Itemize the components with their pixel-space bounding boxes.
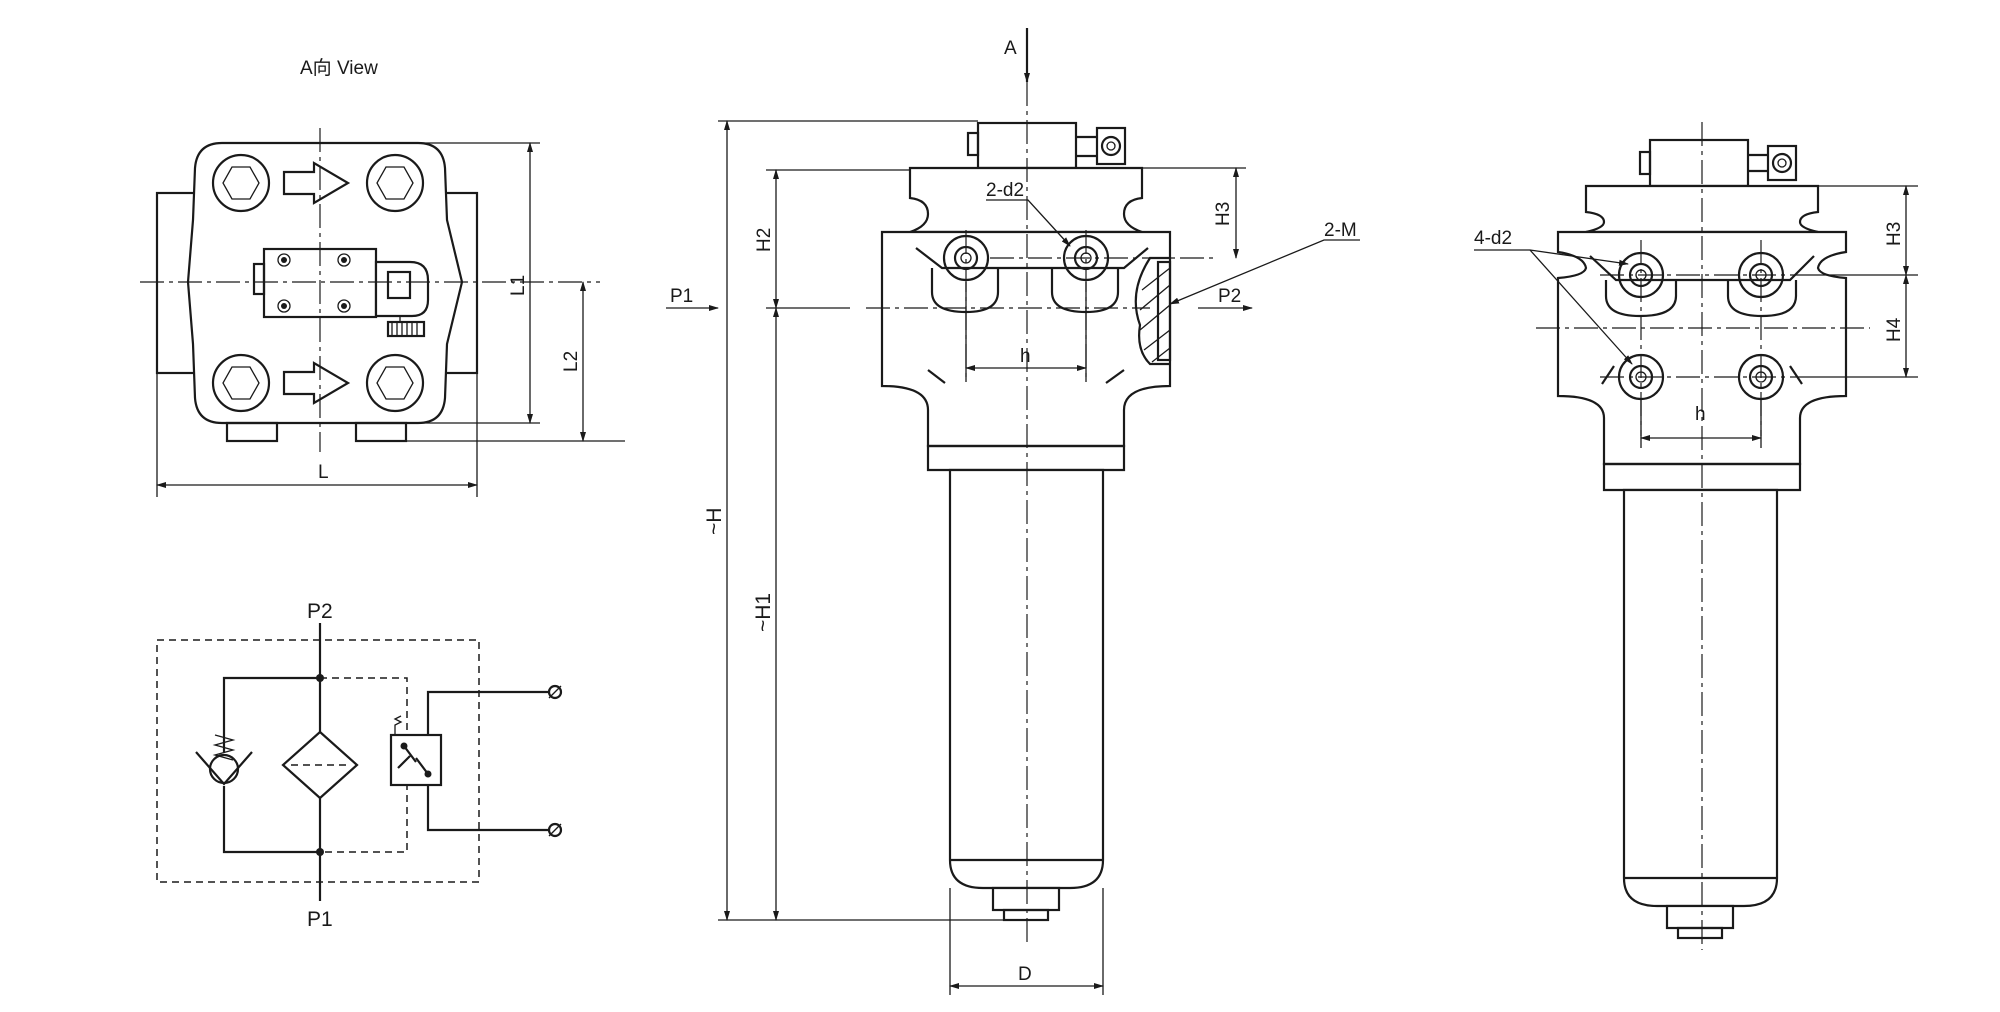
dim-h2: H2 [754, 228, 775, 252]
dim-h: ~H [703, 508, 726, 535]
front-neck [926, 444, 1126, 472]
check-valve-icon [208, 753, 240, 785]
terminal-top-icon [547, 684, 563, 700]
dim-h1: ~H1 [752, 593, 775, 632]
schematic-port-p1: P1 [307, 908, 333, 931]
dim-h-spacing-front: h [1020, 346, 1031, 367]
callout-2-d2: 2-d2 [986, 180, 1024, 201]
side-view: H3 H4 h 4-d2 [1474, 122, 1918, 950]
flow-arrow-bottom-icon [282, 361, 351, 405]
a-view-bolt-bl [211, 353, 271, 413]
a-view-foot-right [354, 421, 408, 443]
front-drain-plug [991, 886, 1061, 912]
front-view: A [666, 28, 1360, 995]
dim-d: D [1018, 964, 1032, 985]
a-view-bolt-tl [211, 153, 271, 213]
dim-h3-front: H3 [1213, 202, 1234, 226]
dim-l2: L2 [561, 351, 582, 372]
schematic-boundary [156, 639, 480, 883]
side-neck [1602, 462, 1802, 492]
view-direction-label: A [1004, 38, 1017, 59]
dim-l1: L1 [508, 275, 529, 296]
switch-lead-bottom [426, 785, 548, 832]
bypass-line [222, 676, 320, 854]
switch-lead-top [426, 690, 548, 735]
side-indicator [1648, 138, 1750, 188]
front-port-p2: P2 [1218, 286, 1241, 307]
dim-h-spacing-side: h [1695, 404, 1706, 425]
dim-l: L [318, 462, 329, 483]
front-indicator-nut-icon [1100, 135, 1122, 157]
side-bowl [1622, 488, 1779, 908]
front-head-body [880, 230, 1172, 448]
side-drain-plug [1665, 904, 1735, 930]
side-indicator-nut-icon [1771, 152, 1793, 174]
flow-arrow-top-icon [282, 161, 351, 205]
a-view-bolt-br [365, 353, 425, 413]
dim-h4: H4 [1884, 317, 1905, 342]
a-view-foot-left [225, 421, 279, 443]
front-port-p1: P1 [670, 286, 693, 307]
a-view-bolt-tr [365, 153, 425, 213]
pressure-switch-icon [389, 733, 443, 787]
callout-4-d2: 4-d2 [1474, 228, 1512, 249]
a-view-title: A向 View [300, 57, 378, 79]
dim-h3-side: H3 [1884, 222, 1905, 246]
front-bowl [948, 468, 1105, 890]
front-port-cutaway [1134, 256, 1170, 366]
hydraulic-schematic: P2 P1 [156, 600, 563, 931]
terminal-bottom-icon [547, 822, 563, 838]
schematic-port-p2: P2 [307, 600, 333, 623]
callout-2-m: 2-M [1324, 220, 1357, 241]
a-view: A向 View [140, 57, 625, 497]
